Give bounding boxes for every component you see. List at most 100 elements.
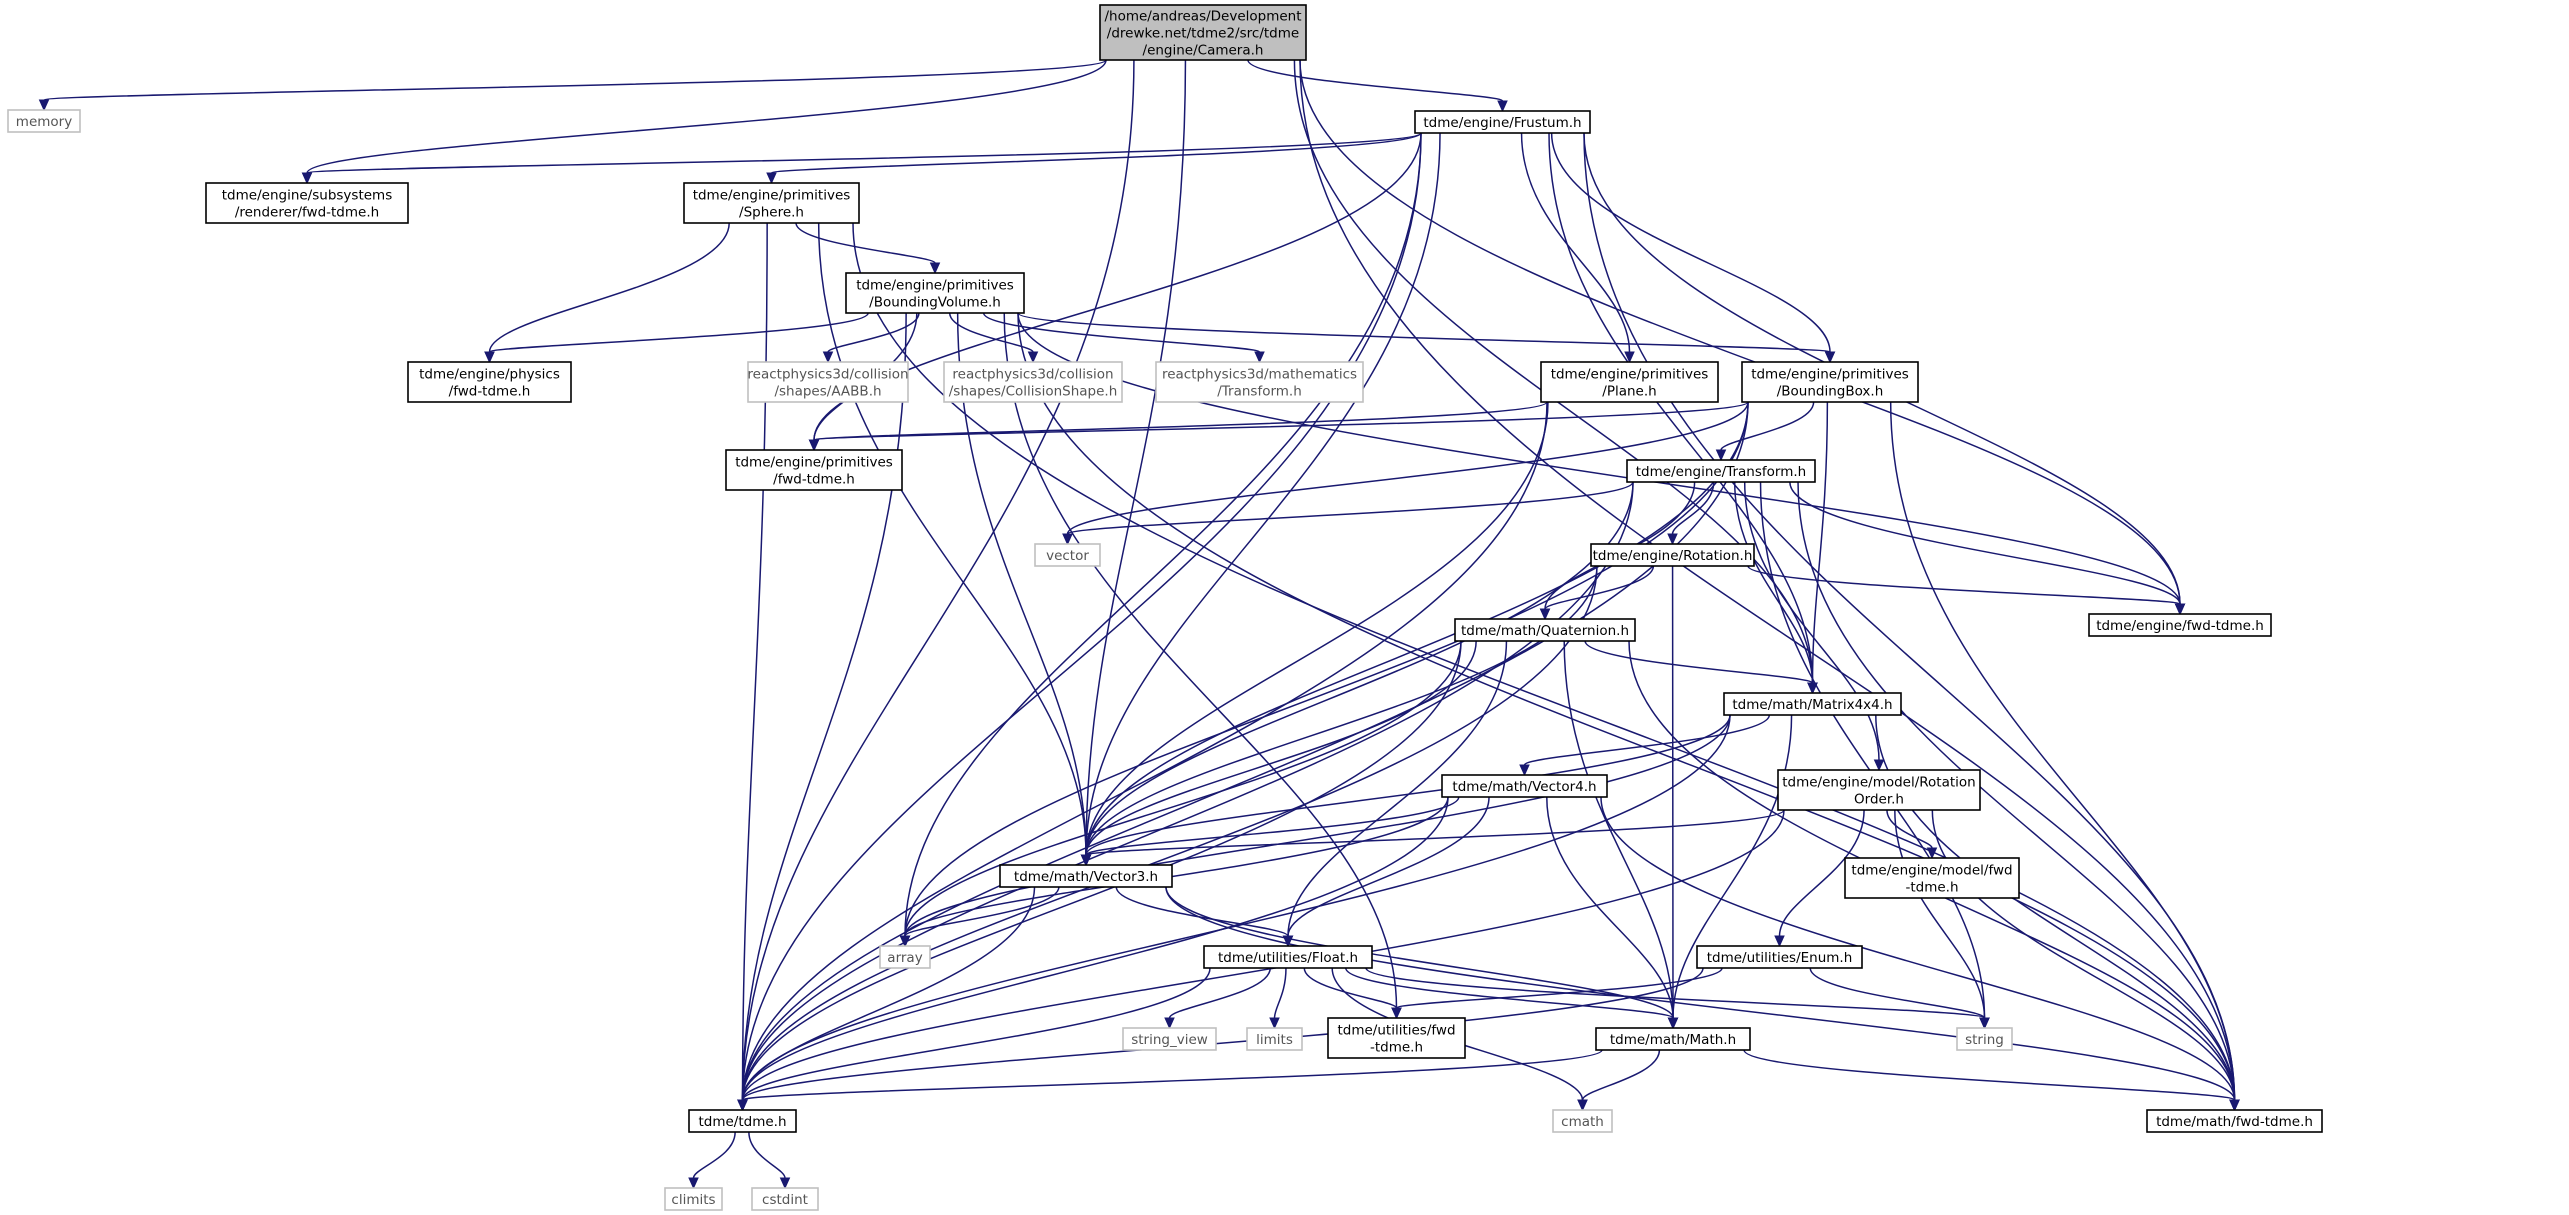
node-matrix4x4[interactable]: tdme/math/Matrix4x4.h xyxy=(1723,692,1902,716)
edge-frustum-to-sphere xyxy=(766,132,1422,185)
node-label: /shapes/AABB.h xyxy=(774,384,881,400)
node-label: tdme/engine/primitives xyxy=(856,278,1014,294)
node-label: tdme/engine/primitives xyxy=(1551,367,1709,383)
node-sphere[interactable]: tdme/engine/primitives/Sphere.h xyxy=(683,182,860,224)
node-label: tdme/math/Matrix4x4.h xyxy=(1732,697,1892,713)
node-rp3d-colshape: reactphysics3d/collision/shapes/Collisio… xyxy=(943,361,1123,403)
node-cmath: cmath xyxy=(1552,1109,1613,1133)
node-label: /fwd-tdme.h xyxy=(449,384,531,400)
node-frustum[interactable]: tdme/engine/Frustum.h xyxy=(1414,110,1591,134)
node-label: tdme/utilities/fwd xyxy=(1337,1023,1455,1039)
edge-transform-to-rotation xyxy=(1667,481,1715,546)
edge-transform-to-vector xyxy=(1062,481,1634,546)
node-rp3d-transform: reactphysics3d/mathematics/Transform.h xyxy=(1155,361,1364,403)
node-transform[interactable]: tdme/engine/Transform.h xyxy=(1626,459,1816,483)
edge-boundingbox-to-matrix4x4 xyxy=(1807,401,1829,695)
edge-boundingvolume-to-rp3d_colshape xyxy=(948,312,1039,364)
node-label: tdme/engine/Rotation.h xyxy=(1593,548,1753,564)
edge-float-to-utilities_fwd xyxy=(1303,967,1402,1020)
edge-quaternion-to-matrix4x4 xyxy=(1584,640,1818,695)
edge-sphere-to-boundingvolume xyxy=(795,222,941,275)
node-renderer-fwd[interactable]: tdme/engine/subsystems/renderer/fwd-tdme… xyxy=(205,182,409,224)
node-boundingbox[interactable]: tdme/engine/primitives/BoundingBox.h xyxy=(1741,361,1919,403)
node-label: array xyxy=(887,950,922,966)
node-label: /drewke.net/tdme2/src/tdme xyxy=(1107,26,1299,42)
edge-vector3-to-array xyxy=(899,886,1060,948)
edge-boundingbox-to-transform xyxy=(1715,401,1815,462)
node-math[interactable]: tdme/math/Math.h xyxy=(1595,1027,1751,1051)
node-plane[interactable]: tdme/engine/primitives/Plane.h xyxy=(1540,361,1719,403)
node-label: tdme/engine/model/fwd xyxy=(1851,863,2012,879)
node-label: limits xyxy=(1256,1032,1293,1048)
edge-vector3-to-math_fwd xyxy=(1165,886,2240,1112)
node-label: tdme/engine/fwd-tdme.h xyxy=(2096,618,2264,634)
node-label: tdme/engine/primitives xyxy=(735,455,893,471)
node-label: string xyxy=(1965,1032,2004,1048)
node-enum[interactable]: tdme/utilities/Enum.h xyxy=(1696,945,1863,969)
node-vector: vector xyxy=(1034,543,1101,567)
edge-camera-to-frustum xyxy=(1247,59,1508,113)
node-label: cmath xyxy=(1561,1114,1604,1130)
edge-boundingvolume-to-math_fwd xyxy=(1017,312,2240,1112)
edge-sphere-to-tdme_h xyxy=(737,222,768,1112)
edge-camera-to-vector3 xyxy=(1080,59,1187,867)
node-array: array xyxy=(879,945,931,969)
edge-float-to-string_view xyxy=(1164,967,1271,1030)
node-float[interactable]: tdme/utilities/Float.h xyxy=(1203,945,1373,969)
node-engine-fwd[interactable]: tdme/engine/fwd-tdme.h xyxy=(2088,613,2272,637)
edge-frustum-to-matrix4x4 xyxy=(1548,132,1818,695)
node-label: /BoundingVolume.h xyxy=(869,295,1001,311)
node-label: reactphysics3d/collision xyxy=(952,367,1113,383)
node-vector3[interactable]: tdme/math/Vector3.h xyxy=(999,864,1173,888)
node-label: /renderer/fwd-tdme.h xyxy=(235,205,379,221)
node-tdme-h[interactable]: tdme/tdme.h xyxy=(688,1109,797,1133)
node-climits: climits xyxy=(664,1187,723,1211)
node-rotation[interactable]: tdme/engine/Rotation.h xyxy=(1590,543,1755,567)
edge-vector4-to-vector3 xyxy=(1080,796,1460,867)
edge-rotationorder-to-math_fwd xyxy=(1931,809,2240,1112)
node-label: vector xyxy=(1046,548,1089,564)
edge-frustum-to-plane xyxy=(1520,132,1635,364)
edge-matrix4x4-to-math xyxy=(1667,714,1793,1030)
node-primitives-fwd[interactable]: tdme/engine/primitives/fwd-tdme.h xyxy=(725,449,903,491)
node-label: cstdint xyxy=(762,1192,808,1208)
edge-float-to-math xyxy=(1345,967,1679,1030)
node-label: tdme/utilities/Enum.h xyxy=(1707,950,1853,966)
edge-enum-to-utilities_fwd xyxy=(1391,967,1723,1020)
node-label: /Sphere.h xyxy=(739,205,804,221)
node-label: /home/andreas/Development xyxy=(1104,9,1301,25)
node-vector4[interactable]: tdme/math/Vector4.h xyxy=(1441,774,1608,798)
edge-plane-to-primitives_fwd xyxy=(808,401,1548,452)
edge-rotationorder-to-enum xyxy=(1774,809,1865,948)
node-label: /engine/Camera.h xyxy=(1143,43,1264,59)
edge-rotation-to-quaternion xyxy=(1539,565,1655,621)
node-boundingvolume[interactable]: tdme/engine/primitives/BoundingVolume.h xyxy=(845,272,1025,314)
node-rp3d-aabb: reactphysics3d/collision/shapes/AABB.h xyxy=(747,361,909,403)
edge-frustum-to-boundingbox xyxy=(1550,132,1836,364)
node-label: /shapes/CollisionShape.h xyxy=(949,384,1118,400)
edge-camera-to-memory xyxy=(38,59,1107,112)
node-utilities-fwd[interactable]: tdme/utilities/fwd-tdme.h xyxy=(1327,1017,1466,1059)
node-quaternion[interactable]: tdme/math/Quaternion.h xyxy=(1454,618,1636,642)
node-model-fwd[interactable]: tdme/engine/model/fwd-tdme.h xyxy=(1844,857,2020,899)
node-label: reactphysics3d/mathematics xyxy=(1162,367,1357,383)
edges-layer xyxy=(38,59,2240,1190)
edge-math-to-math_fwd xyxy=(1743,1049,2240,1112)
edge-rotation-to-vector3 xyxy=(1080,565,1598,867)
nodes-layer: /home/andreas/Development/drewke.net/tdm… xyxy=(7,4,2323,1211)
node-label: tdme/math/Vector4.h xyxy=(1452,779,1596,795)
node-label: tdme/engine/model/Rotation xyxy=(1782,775,1976,791)
node-label: -tdme.h xyxy=(1370,1040,1423,1056)
node-label: tdme/math/Quaternion.h xyxy=(1461,623,1629,639)
node-label: tdme/engine/Transform.h xyxy=(1636,464,1806,480)
edge-rotation-to-engine_fwd xyxy=(1747,565,2186,616)
node-math-fwd[interactable]: tdme/math/fwd-tdme.h xyxy=(2146,1109,2323,1133)
node-label: /Transform.h xyxy=(1217,384,1302,400)
edge-float-to-limits xyxy=(1269,967,1287,1030)
node-label: /BoundingBox.h xyxy=(1777,384,1884,400)
edge-tdme_h-to-cstdint xyxy=(748,1131,791,1190)
node-physics-fwd[interactable]: tdme/engine/physics/fwd-tdme.h xyxy=(407,361,572,403)
node-camera[interactable]: /home/andreas/Development/drewke.net/tdm… xyxy=(1099,4,1307,61)
